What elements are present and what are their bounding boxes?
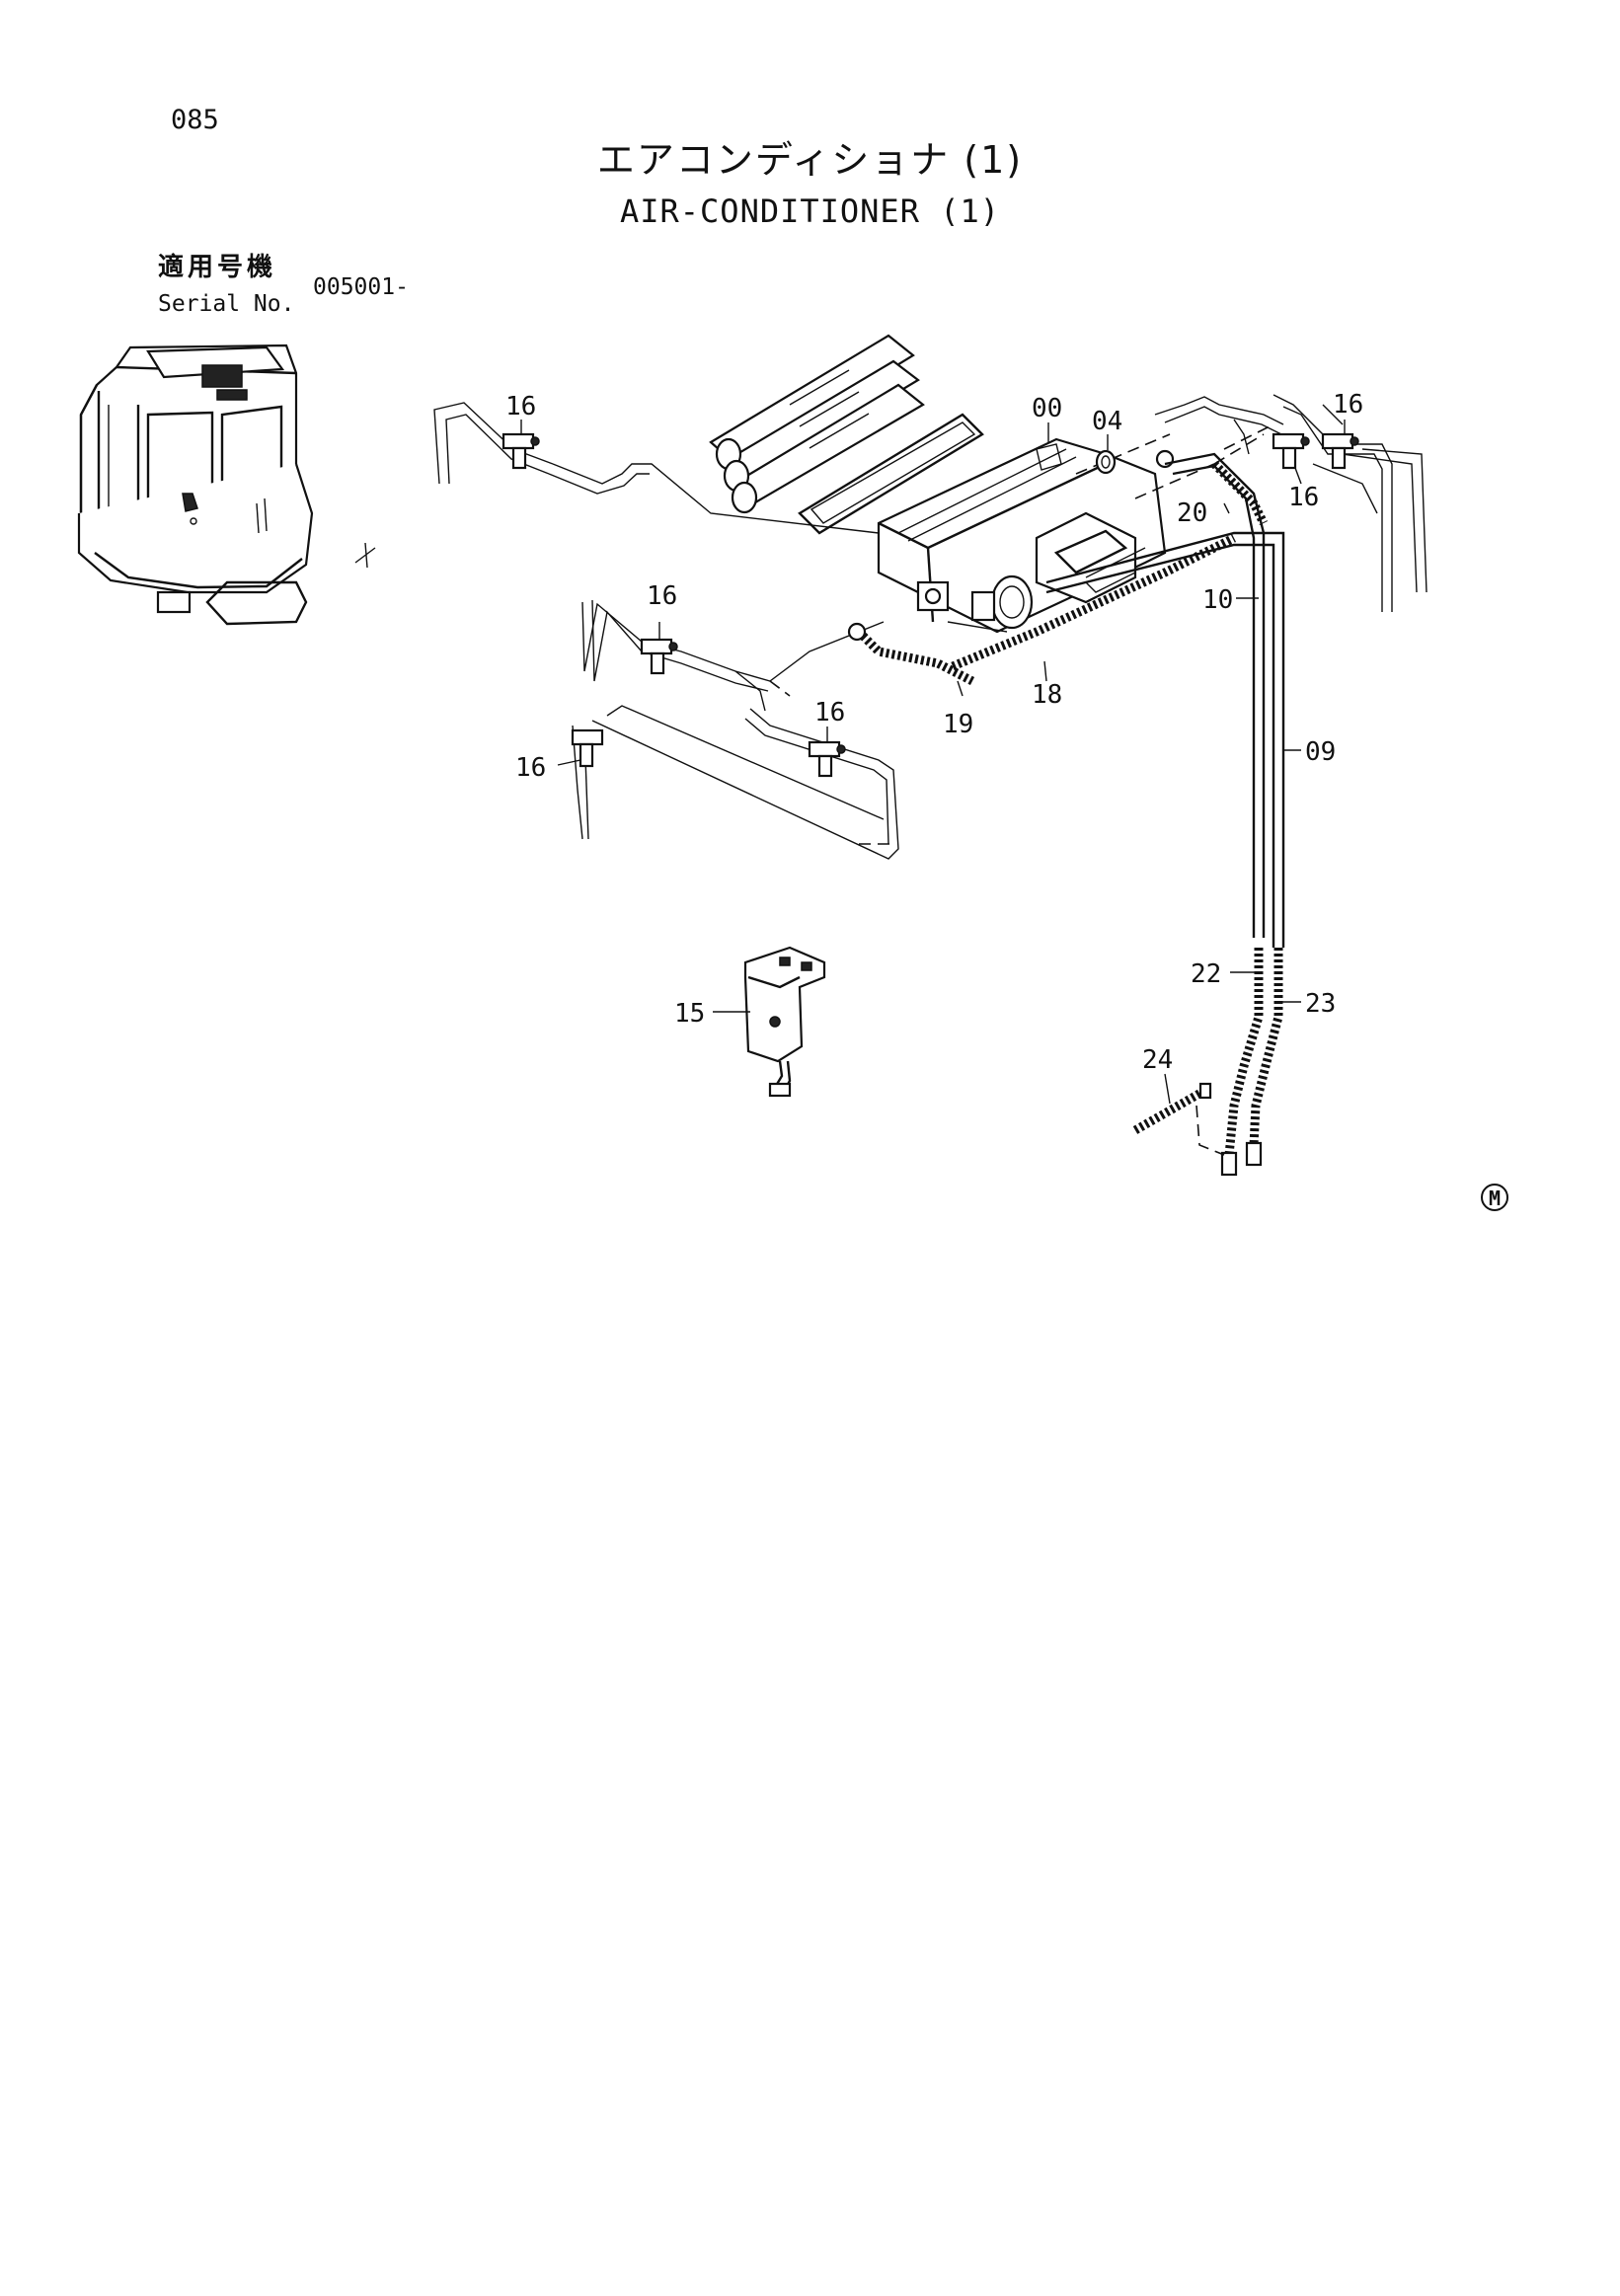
condenser-tubes bbox=[709, 334, 984, 535]
callout-16d: 16 bbox=[647, 581, 677, 611]
title-english: AIR-CONDITIONER (1) bbox=[619, 192, 1001, 230]
tee-fitting-16c bbox=[1272, 432, 1310, 470]
callout-16c: 16 bbox=[1288, 483, 1319, 512]
callout-09: 09 bbox=[1305, 737, 1336, 767]
callout-23: 23 bbox=[1305, 989, 1336, 1019]
tee-fitting-16b bbox=[1321, 432, 1359, 470]
pipe-09 bbox=[1045, 531, 1285, 948]
hose-19 bbox=[855, 628, 975, 686]
callout-10: 10 bbox=[1202, 585, 1233, 615]
tee-fitting-16d bbox=[640, 638, 678, 675]
bracket-15 bbox=[743, 946, 826, 1098]
hose-fittings bbox=[1220, 1141, 1263, 1177]
m-mark-letter: M bbox=[1489, 1186, 1501, 1210]
band-24 bbox=[1132, 1082, 1225, 1156]
callout-22: 22 bbox=[1191, 959, 1221, 989]
serial-label-english: Serial No. bbox=[158, 291, 295, 317]
ac-unit-body bbox=[877, 437, 1167, 634]
tee-fitting-16e bbox=[808, 740, 846, 778]
page-number: 085 bbox=[171, 105, 219, 135]
callout-16e: 16 bbox=[814, 698, 845, 727]
title-japanese: エアコンディショナ (1) bbox=[596, 138, 1024, 182]
m-mark: M bbox=[1481, 1184, 1508, 1211]
callout-00: 00 bbox=[1032, 394, 1062, 423]
callout-24: 24 bbox=[1142, 1045, 1173, 1075]
hose-ends bbox=[847, 449, 1175, 642]
hose-23 bbox=[1249, 948, 1283, 1146]
cross-mark bbox=[354, 542, 376, 569]
duct-lines-left bbox=[433, 402, 899, 860]
pipe-10 bbox=[1164, 452, 1266, 938]
tee-fitting-16f bbox=[571, 728, 604, 768]
callout-18: 18 bbox=[1032, 680, 1062, 710]
serial-number-value: 005001- bbox=[313, 274, 409, 300]
callout-15: 15 bbox=[674, 999, 705, 1029]
hose-18 bbox=[951, 533, 1237, 671]
callout-16a: 16 bbox=[505, 392, 536, 421]
tee-fitting-16a bbox=[501, 432, 540, 470]
callout-16f: 16 bbox=[515, 753, 546, 783]
dashed-leaders bbox=[1075, 423, 1274, 499]
callout-20: 20 bbox=[1177, 498, 1207, 528]
cab-illustration bbox=[77, 344, 314, 626]
callout-19: 19 bbox=[943, 710, 973, 739]
serial-label-japanese: 適用号機 bbox=[158, 253, 277, 282]
callout-16b: 16 bbox=[1333, 390, 1363, 420]
hose-22 bbox=[1224, 948, 1264, 1156]
callout-04: 04 bbox=[1092, 407, 1122, 436]
leader-lines bbox=[520, 420, 1346, 1105]
o-ring-04 bbox=[1095, 449, 1117, 475]
